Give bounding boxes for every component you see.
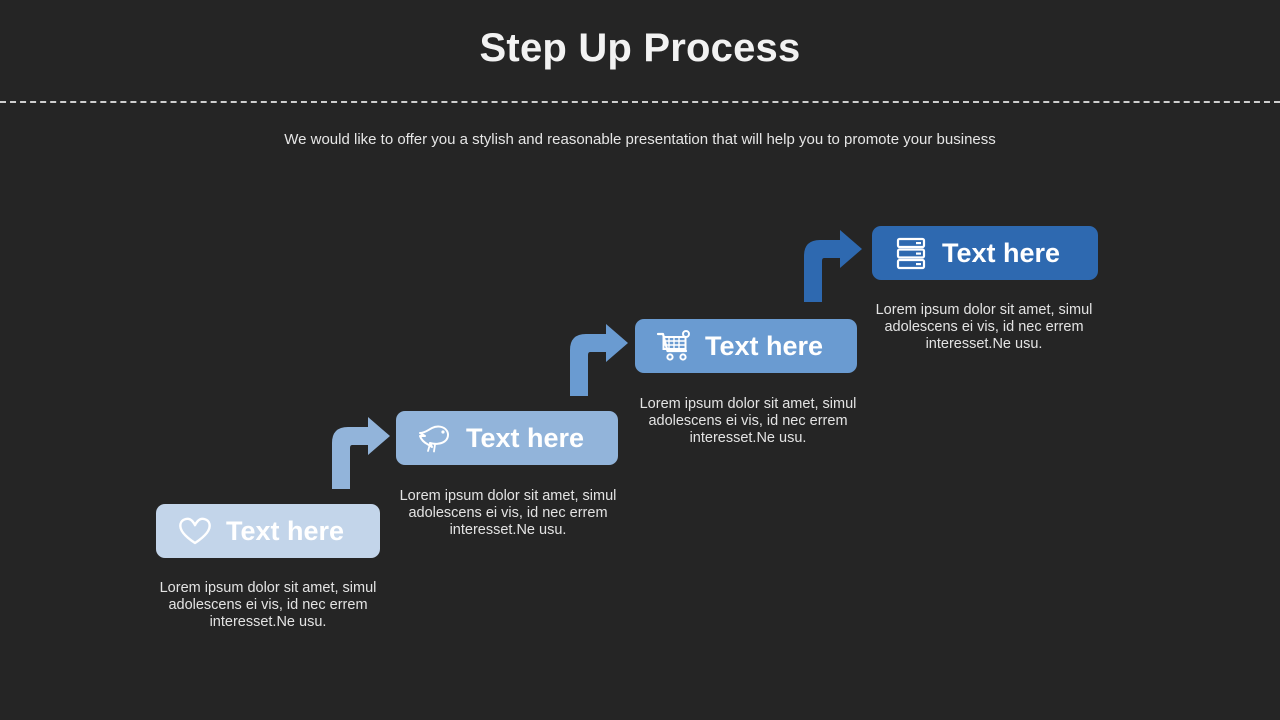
step-card-4[interactable]: Text here xyxy=(872,226,1098,280)
slide-subtitle: We would like to offer you a stylish and… xyxy=(284,131,996,148)
step-card-2[interactable]: Text here xyxy=(396,411,618,465)
step-label-1: Text here xyxy=(226,515,345,546)
step-arrow-2 xyxy=(328,417,392,494)
step-description-4: Lorem ipsum dolor sit amet, simul adoles… xyxy=(875,302,1093,352)
bird-icon xyxy=(416,419,454,457)
title-divider xyxy=(0,101,1280,103)
step-label-2: Text here xyxy=(466,422,585,453)
step-description-2: Lorem ipsum dolor sit amet, simul adoles… xyxy=(399,488,617,538)
step-arrow-4 xyxy=(800,230,864,307)
shopping-cart-icon xyxy=(655,327,693,365)
step-label-4: Text here xyxy=(942,237,1061,268)
step-card-1[interactable]: Text here xyxy=(156,504,380,558)
step-description-1: Lorem ipsum dolor sit amet, simul adoles… xyxy=(159,580,377,630)
heart-icon xyxy=(176,512,214,550)
step-label-3: Text here xyxy=(705,330,824,361)
step-description-3: Lorem ipsum dolor sit amet, simul adoles… xyxy=(639,396,857,446)
step-arrow-3 xyxy=(566,324,630,401)
server-stack-icon xyxy=(892,234,930,272)
step-card-3[interactable]: Text here xyxy=(635,319,857,373)
page-title: Step Up Process xyxy=(479,26,801,70)
